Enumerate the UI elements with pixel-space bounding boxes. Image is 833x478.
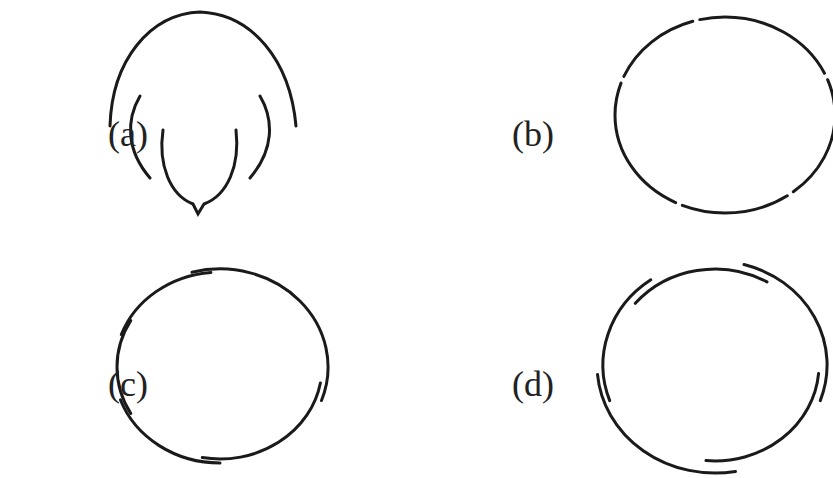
- arc-segment: [120, 400, 220, 463]
- arc-segment: [598, 374, 736, 473]
- figure-label: (b): [512, 116, 554, 152]
- figure-label: (d): [512, 366, 554, 402]
- figure-label: (c): [108, 366, 148, 402]
- broken-circle: [615, 17, 833, 213]
- arc-segment: [121, 272, 211, 334]
- figure-label: (a): [108, 116, 148, 152]
- arc-segment: [202, 383, 320, 459]
- arc-segment: [744, 265, 827, 401]
- arc-segment: [635, 269, 767, 303]
- right-inner-arc: [250, 96, 269, 178]
- inner-u-shape: [162, 130, 237, 214]
- arc-segment: [603, 280, 651, 401]
- arc-segment: [192, 269, 328, 401]
- head-outline: [110, 12, 296, 126]
- arc-segment: [706, 373, 819, 461]
